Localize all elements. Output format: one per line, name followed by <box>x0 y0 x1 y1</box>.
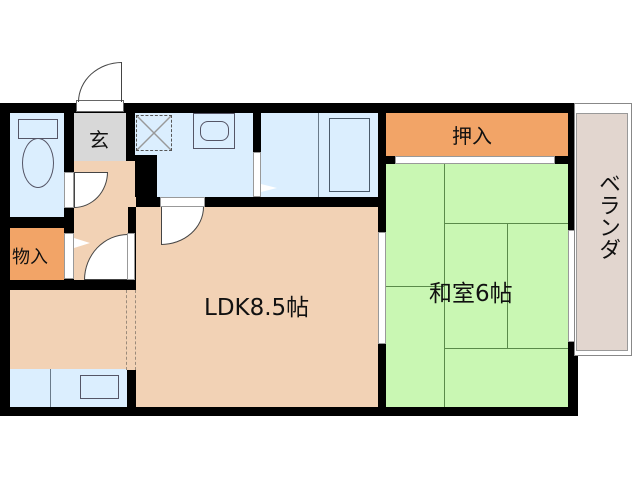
bathtub <box>329 118 370 192</box>
bathroom-door-opening <box>253 152 261 197</box>
oshiire <box>386 113 568 156</box>
oshiire-sliding-doors[interactable] <box>395 156 555 164</box>
veranda-label-text: ベランダ <box>595 172 620 260</box>
entrance-label: 玄 <box>89 128 109 152</box>
toilet-bowl <box>22 138 54 188</box>
ldk-label: LDK8.5帖 <box>204 295 310 321</box>
hall-door-opening <box>127 233 135 280</box>
toilet-tank <box>18 119 58 139</box>
storage-west <box>10 228 64 280</box>
ldk-washitsu-sliding-door[interactable] <box>378 232 386 344</box>
tatami-line <box>444 348 568 349</box>
washitsu-label: 和室6帖 <box>429 281 513 307</box>
washbasin <box>200 121 229 141</box>
tatami-line <box>444 223 568 224</box>
tatami-line <box>444 164 445 407</box>
storage-west-label: 物入 <box>12 247 48 268</box>
counter-divider <box>50 369 51 407</box>
storage-door-opening <box>64 233 74 279</box>
washbasin-counter <box>193 113 235 149</box>
storage-door-swing-marker <box>74 238 90 248</box>
tatami-line <box>386 286 444 287</box>
entrance-area <box>74 113 126 161</box>
washing-machine-space <box>136 115 172 151</box>
ldk-notch <box>136 197 156 207</box>
oshiire-label: 押入 <box>452 124 492 148</box>
washroom-left-notch[interactable] <box>135 155 157 197</box>
toilet-door-opening <box>64 172 74 208</box>
tatami-line <box>507 223 508 349</box>
kitchen-partition <box>126 290 136 370</box>
veranda <box>576 113 628 351</box>
bathroom-divider <box>318 113 319 197</box>
bathroom-door-marker <box>261 184 277 192</box>
kitchen-area <box>10 290 136 369</box>
kitchen-sink <box>80 375 119 399</box>
veranda-label: ベランダ <box>591 172 623 260</box>
entrance-door-swing[interactable] <box>78 62 122 102</box>
ldk-door-opening <box>160 197 205 207</box>
washitsu <box>386 164 568 407</box>
bathroom <box>261 113 378 197</box>
